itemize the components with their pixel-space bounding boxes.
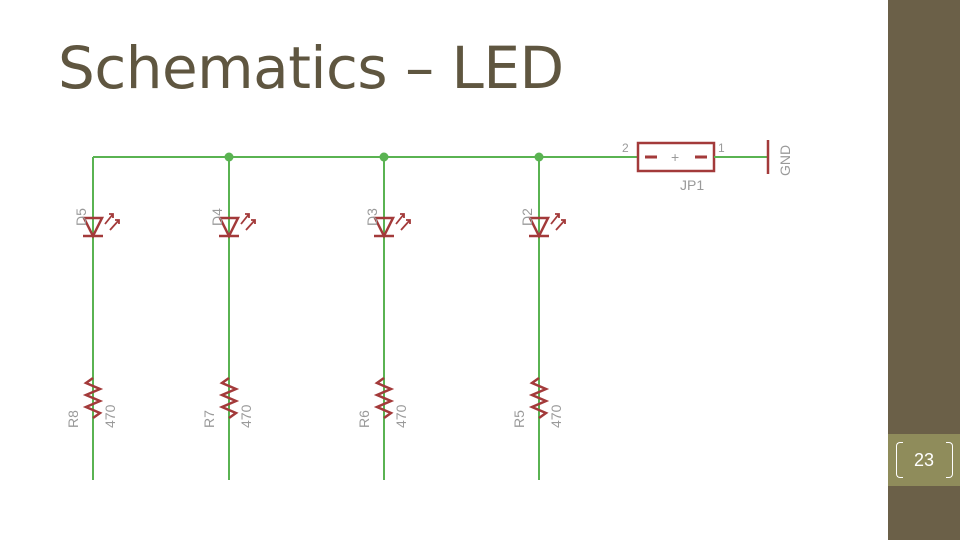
resistor-value: 470 [238,404,254,428]
led-light-arrow [395,213,405,225]
led-light-arrow [109,219,120,231]
led-label: D5 [73,208,89,226]
led-label: D4 [209,208,225,226]
led-light-arrow [245,219,256,231]
resistor-symbol [218,376,240,420]
led-light-arrow [400,219,411,231]
led-label: D3 [364,208,380,226]
led-label: D2 [519,208,535,226]
header-plus: + [671,149,679,165]
resistor-label: R6 [356,410,372,428]
junction-dot [534,152,544,162]
page-bracket-right [946,442,953,478]
led-symbol [217,216,241,239]
resistor-label: R5 [511,410,527,428]
resistor-symbol [528,376,550,420]
led-light-arrow [550,213,560,225]
led-light-arrow [104,213,114,225]
page-number: 23 [913,450,935,470]
led-symbol [527,216,551,239]
led-symbol [372,216,396,239]
resistor-symbol [373,376,395,420]
header-name-label: JP1 [680,177,704,193]
page-bracket-left [896,442,903,478]
junction-dot [224,152,234,162]
header-jp1: + 2 1 JP1 [622,141,725,193]
resistor-value: 470 [102,404,118,428]
resistor-symbol [82,376,104,420]
resistor-label: R7 [201,410,217,428]
junction-dot [379,152,389,162]
led-light-arrow [240,213,250,225]
gnd-label: GND [777,145,793,176]
led-light-arrow [555,219,566,231]
resistor-label: R8 [65,410,81,428]
resistor-value: 470 [393,404,409,428]
slide-title: Schematics – LED [58,34,564,102]
header-pin2-label: 2 [622,141,629,155]
header-pin1-label: 1 [718,141,725,155]
led-symbol [81,216,105,239]
resistor-value: 470 [548,404,564,428]
